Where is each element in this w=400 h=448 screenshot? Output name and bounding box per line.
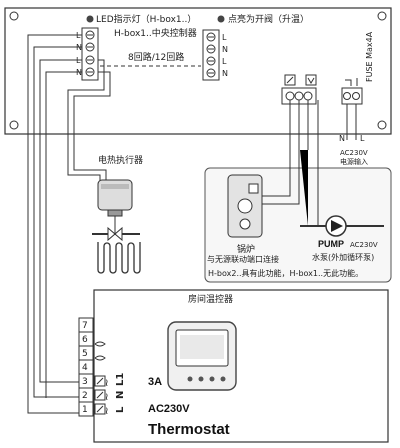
terminal-block-mid: L N L N bbox=[202, 29, 228, 81]
screw-terminal-icon bbox=[85, 30, 95, 77]
fuse-label: FUSE Max4A bbox=[365, 31, 374, 82]
thermostat-terminal-strip: 7 6 5 4 3 2 1 bbox=[78, 317, 94, 417]
screw-terminal-icon bbox=[94, 341, 106, 415]
wires-thermostat bbox=[27, 34, 93, 414]
thermostat-device-icon bbox=[167, 321, 237, 391]
terminal-number: 2 bbox=[82, 391, 88, 401]
heating-coil-icon bbox=[97, 242, 141, 274]
power-terminal-n: N bbox=[339, 134, 345, 143]
function-note: H-box2..具有此功能，H-box1..无此功能。 bbox=[208, 268, 363, 278]
terminal-number: 6 bbox=[82, 335, 88, 345]
zones-label: 8回路/12回路 bbox=[128, 51, 184, 63]
terminal-label-l: L bbox=[222, 57, 227, 66]
wires-boiler bbox=[289, 100, 319, 150]
screw-hole-icon bbox=[377, 120, 387, 130]
valve-icon bbox=[92, 216, 140, 242]
terminal-code-n: N bbox=[115, 391, 126, 399]
terminal-label-n: N bbox=[222, 69, 228, 78]
terminal-code-l1: L1 bbox=[115, 373, 126, 386]
led-open-label: 点亮为开阀（升温） bbox=[228, 13, 309, 25]
boiler-label: 锅炉 bbox=[237, 243, 255, 255]
power-voltage: AC230V bbox=[340, 149, 368, 157]
terminal-label-l: L bbox=[222, 33, 227, 42]
pump-desc: 水泵(外加循环泵) bbox=[312, 252, 374, 262]
power-terminals bbox=[341, 78, 363, 105]
terminal-code-l: L bbox=[115, 406, 126, 413]
terminal-label-n: N bbox=[222, 45, 228, 54]
ac-tilde: ~ bbox=[102, 407, 113, 415]
controller-box bbox=[4, 7, 392, 135]
led-label: LED指示灯（H-box1..） bbox=[96, 13, 196, 25]
screw-hole-icon bbox=[9, 11, 19, 21]
terminal-number: 7 bbox=[82, 321, 88, 331]
thermostat-voltage: AC230V bbox=[148, 403, 190, 415]
terminal-number: 3 bbox=[82, 377, 88, 387]
thermostat-title: Thermostat bbox=[148, 421, 230, 438]
pump-icon bbox=[300, 150, 384, 237]
wires-actuator bbox=[67, 59, 111, 182]
power-terminal-l: L bbox=[360, 134, 365, 143]
actuator-label: 电热执行器 bbox=[98, 154, 143, 166]
thermostat-current: 3A bbox=[148, 376, 162, 388]
controller-name: H-box1..中央控制器 bbox=[114, 27, 197, 39]
led-open-icon bbox=[217, 15, 225, 23]
terminal-number: 4 bbox=[82, 363, 88, 373]
screw-hole-icon bbox=[377, 11, 387, 21]
pump-voltage: AC230V bbox=[350, 241, 378, 249]
ac-tilde: ~ bbox=[102, 379, 113, 387]
thermostat: 房间温控器 7 6 5 4 3 2 1 L1 N L bbox=[78, 289, 389, 443]
screw-hole-icon bbox=[9, 120, 19, 130]
boiler-desc: 与无源联动端口连接 bbox=[207, 254, 279, 264]
room-thermostat-label: 房间温控器 bbox=[188, 293, 233, 305]
pump-label: PUMP bbox=[318, 239, 344, 249]
terminal-number: 1 bbox=[82, 405, 88, 415]
actuator: 电热执行器 bbox=[92, 154, 143, 274]
power-input-label: 电源输入 bbox=[340, 157, 368, 166]
terminal-number: 5 bbox=[82, 349, 88, 359]
boiler-panel: 锅炉 与无源联动端口连接 PUMP AC230V 水泵(外加循环泵) H-box… bbox=[204, 150, 392, 283]
led-icon bbox=[86, 15, 94, 23]
ac-tilde: ~ bbox=[102, 393, 113, 401]
